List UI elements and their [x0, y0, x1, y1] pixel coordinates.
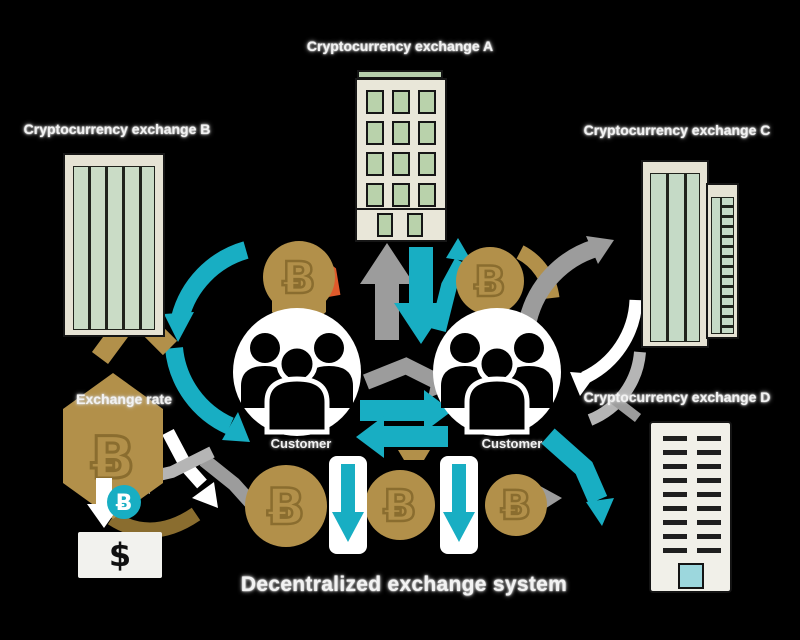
customer-group-right — [433, 308, 561, 436]
arc-teal-lower-left-icon — [165, 346, 234, 435]
bitcoin-coin-bottom-1: Ƀ — [245, 465, 327, 547]
arrow-white-left-down-head-icon — [192, 482, 218, 508]
bitcoin-coin-exchange-rate: Ƀ — [63, 373, 163, 519]
label-exchange-a: Cryptocurrency exchange A — [306, 38, 494, 54]
customer-group-left — [233, 308, 361, 436]
label-exchange-c: Cryptocurrency exchange C — [583, 122, 771, 138]
chevron-teal-lower-right-icon — [541, 428, 608, 505]
bitcoin-coin-bottom-3: Ƀ — [485, 474, 547, 536]
window-icon — [392, 152, 410, 176]
building-windows — [721, 197, 734, 334]
window-icon — [418, 90, 436, 114]
bitcoin-coin-upper-left: Ƀ — [263, 241, 335, 313]
building-wall — [355, 78, 447, 242]
building-exchange-d — [649, 421, 732, 593]
window-icon — [392, 183, 410, 207]
window-icon — [392, 121, 410, 145]
bitcoin-symbol: Ƀ — [116, 491, 133, 516]
arc-gray-right-top-icon — [519, 239, 599, 323]
bitcoin-coin-upper-right: Ƀ — [456, 247, 524, 315]
arc-white-right-icon — [581, 299, 643, 384]
building-windows — [73, 166, 155, 330]
building-windows — [697, 436, 721, 558]
arrow-up-gray-icon — [360, 243, 414, 340]
window-icon — [366, 152, 384, 176]
building-windows — [366, 90, 436, 207]
building-exchange-c-annex — [706, 183, 739, 339]
arc-gray-right-top-head-icon — [586, 236, 614, 264]
bitcoin-symbol: Ƀ — [474, 257, 506, 306]
bitcoin-symbol: Ƀ — [282, 253, 316, 304]
dollar-sign-icon: $ — [108, 536, 132, 574]
window-icon — [418, 121, 436, 145]
label-customer-right: Customer — [481, 436, 543, 451]
arc-teal-upper-left-arrowhead-icon — [164, 312, 194, 342]
bitcoin-symbol: Ƀ — [383, 481, 417, 532]
arc-teal-upper-left-icon — [171, 241, 249, 321]
transfer-panel-right — [440, 456, 478, 554]
bitcoin-symbol: Ƀ — [267, 478, 305, 536]
chevron-teal-up-right-icon — [430, 258, 470, 332]
window-icon — [366, 183, 384, 207]
chevron-teal-lower-right-head-icon — [586, 498, 614, 526]
building-windows — [711, 197, 721, 334]
window-icon — [392, 90, 410, 114]
window-icon — [418, 152, 436, 176]
building-exchange-a — [355, 70, 447, 242]
label-customer-left: Customer — [270, 436, 332, 451]
label-exchange-rate: Exchange rate — [76, 391, 172, 407]
arc-gray-right-mid-icon — [587, 351, 646, 426]
people-group-icon — [441, 333, 553, 435]
bitcoin-symbol: Ƀ — [501, 483, 532, 529]
door-icon — [678, 563, 704, 589]
swap-arrow-left-icon — [356, 416, 448, 458]
down-arrow-teal-icon — [332, 464, 364, 542]
building-exchange-b — [63, 153, 165, 337]
transfer-panel-left — [329, 456, 367, 554]
chevron-gray-above-d-icon — [608, 394, 642, 422]
arrow-white-to-dollar-icon — [87, 478, 121, 528]
swap-arrow-right-icon — [360, 390, 452, 432]
window-icon — [366, 90, 384, 114]
swap-base-gold-icon — [398, 450, 430, 460]
arc-gold-right-coin-icon — [516, 245, 560, 300]
chevron-gray-center-icon — [363, 357, 442, 390]
building-windows — [663, 436, 687, 558]
bitcoin-coin-bottom-2: Ƀ — [365, 470, 435, 540]
page-title: Decentralized exchange system — [240, 573, 568, 596]
door-icon — [407, 213, 423, 237]
window-icon — [418, 183, 436, 207]
arc-darkgold-bottom-left-icon — [107, 507, 201, 538]
arc-white-right-head-icon — [570, 372, 596, 396]
building-exchange-c — [641, 160, 709, 348]
label-exchange-b: Cryptocurrency exchange B — [23, 121, 211, 137]
door-icon — [377, 213, 393, 237]
people-group-icon — [241, 333, 353, 435]
arc-teal-lower-left-arrowhead-icon — [222, 412, 250, 442]
building-base — [357, 208, 445, 240]
dollar-box: $ — [78, 532, 162, 578]
label-exchange-d: Cryptocurrency exchange D — [583, 389, 771, 405]
building-windows — [650, 173, 700, 342]
bitcoin-coin-teal-mini: Ƀ — [107, 485, 141, 519]
down-arrow-teal-icon — [443, 464, 475, 542]
chevron-teal-up-right-head-icon — [446, 238, 472, 262]
window-icon — [366, 121, 384, 145]
